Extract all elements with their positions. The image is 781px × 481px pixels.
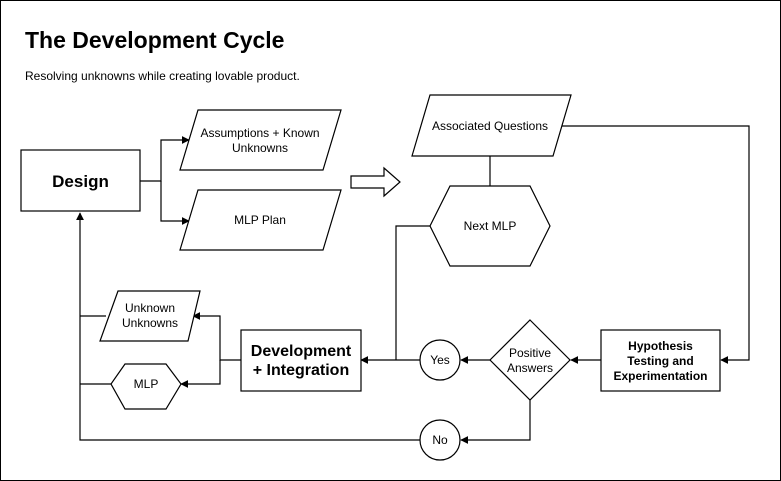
- edge-design-to-mlp-plan: [160, 181, 190, 225]
- edge-design-to-assumptions: [140, 136, 190, 182]
- next-mlp-node[interactable]: Next MLP: [429, 185, 551, 267]
- edge-questions-to-hypothesis: [561, 125, 750, 364]
- next-mlp-label: Next MLP: [464, 219, 517, 233]
- yes-node[interactable]: Yes: [419, 339, 461, 381]
- mlp-label: MLP: [134, 377, 159, 391]
- assumptions-label-line1: Assumptions + Known: [200, 126, 319, 140]
- associated-questions-node[interactable]: Associated Questions: [411, 94, 572, 157]
- edge-development-to-mlp: [180, 360, 221, 388]
- development-node[interactable]: Development + Integration: [240, 329, 362, 392]
- hypothesis-label-line3: Experimentation: [613, 369, 707, 383]
- design-node[interactable]: Design: [20, 149, 141, 212]
- edge-next-mlp-down: [395, 225, 432, 360]
- page-subtitle: Resolving unknowns while creating lovabl…: [25, 69, 300, 83]
- assumptions-node[interactable]: Assumptions + Known Unknowns: [179, 109, 342, 171]
- edge-no-to-design: [76, 212, 421, 441]
- edge-answers-to-no: [460, 400, 531, 444]
- positive-answers-label-line2: Answers: [507, 361, 553, 375]
- hypothesis-label-line1: Hypothesis: [628, 339, 693, 353]
- hypothesis-label-line2: Testing and: [627, 354, 693, 368]
- page-title: The Development Cycle: [25, 27, 284, 53]
- associated-questions-label: Associated Questions: [432, 119, 548, 133]
- development-label-line1: Development: [251, 343, 352, 360]
- unknown-unknowns-label-line2: Unknowns: [122, 316, 178, 330]
- no-label: No: [432, 433, 448, 447]
- unknown-unknowns-node[interactable]: Unknown Unknowns: [99, 290, 201, 342]
- edge-development-to-unknowns: [192, 312, 241, 361]
- design-label: Design: [52, 172, 109, 191]
- no-node[interactable]: No: [419, 419, 461, 461]
- yes-label: Yes: [430, 353, 450, 367]
- mlp-plan-node[interactable]: MLP Plan: [179, 189, 342, 251]
- mlp-node[interactable]: MLP: [110, 363, 182, 410]
- positive-answers-node[interactable]: Positive Answers: [489, 319, 571, 401]
- unknown-unknowns-label-line1: Unknown: [125, 301, 175, 315]
- hypothesis-node[interactable]: Hypothesis Testing and Experimentation: [600, 329, 721, 392]
- mlp-plan-label: MLP Plan: [234, 213, 286, 227]
- positive-answers-label-line1: Positive: [509, 346, 551, 360]
- block-arrow-icon: [350, 166, 401, 198]
- development-label-line2: + Integration: [253, 362, 349, 379]
- assumptions-label-line2: Unknowns: [232, 141, 288, 155]
